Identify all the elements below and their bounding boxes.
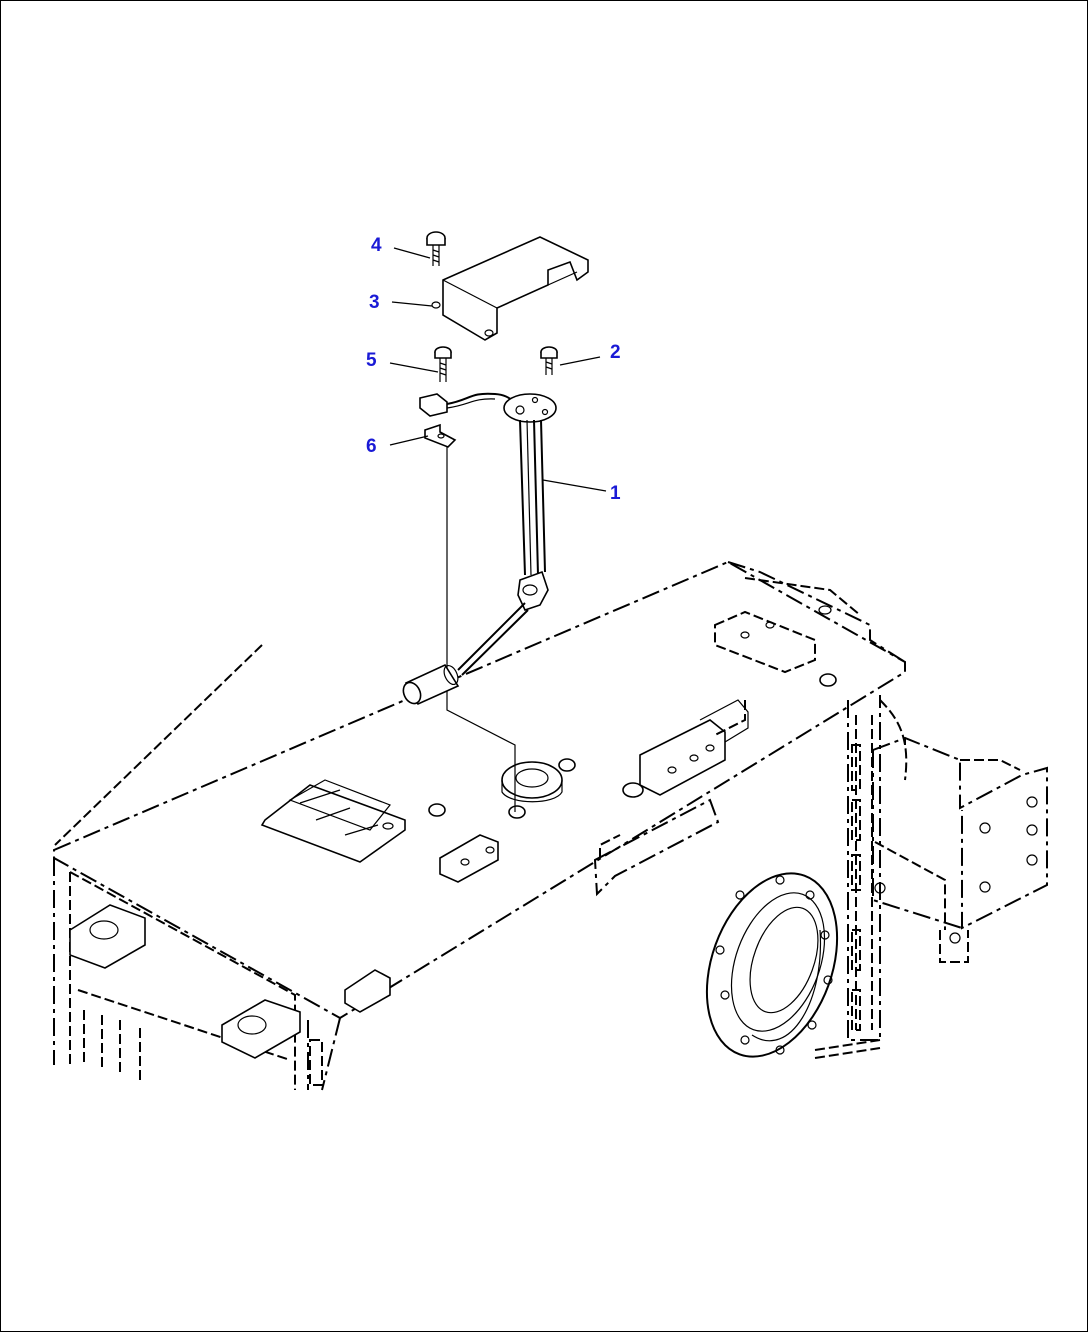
assembly-centerline [446, 445, 516, 812]
bolt-icon-4 [426, 231, 446, 266]
fuel-tank-outline [53, 560, 1048, 1091]
leader-3 [391, 301, 433, 307]
cover-plate-icon [431, 236, 589, 341]
bolt-icon-2 [540, 346, 558, 375]
leader-6 [389, 435, 429, 446]
bolt-icon-5 [434, 346, 452, 382]
leader-5 [389, 362, 439, 373]
callout-3: 3 [369, 292, 380, 313]
fuel-level-sensor-icon [402, 392, 557, 706]
leader-4 [393, 247, 431, 259]
callout-2: 2 [610, 342, 621, 363]
callout-1: 1 [610, 483, 621, 504]
callout-6: 6 [366, 436, 377, 457]
callout-4: 4 [371, 235, 382, 256]
leader-lines [389, 247, 607, 492]
callout-5: 5 [366, 350, 377, 371]
tank-top-fittings [69, 605, 837, 1059]
leader-2 [559, 356, 601, 366]
clamp-icon [424, 423, 457, 448]
round-flange [705, 796, 1038, 1058]
leader-1 [542, 479, 607, 492]
